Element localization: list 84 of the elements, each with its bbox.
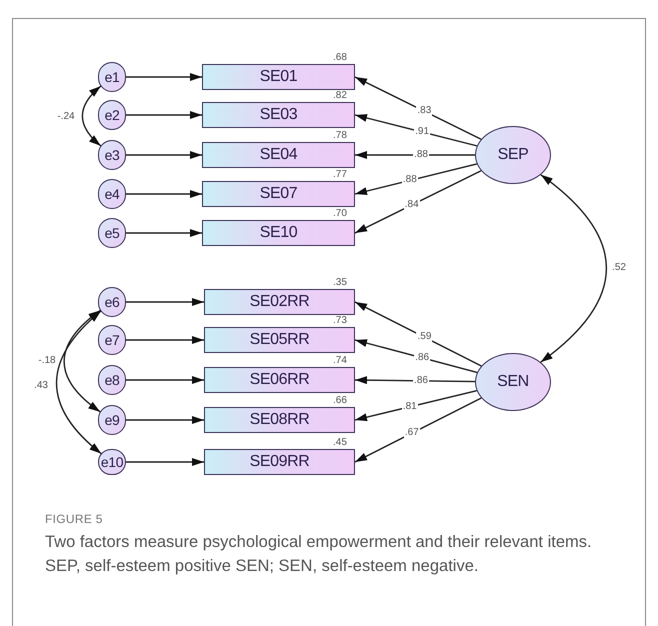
node-label: e3: [104, 148, 120, 162]
edge-label: .84: [404, 200, 420, 210]
item-box: [204, 449, 355, 475]
item-box: [202, 220, 355, 246]
r-squared-value: .68: [333, 53, 347, 63]
node-label: SEP: [498, 147, 528, 163]
item-box: [202, 181, 355, 207]
arrow: [354, 390, 477, 422]
node-label: e7: [104, 333, 120, 347]
r-squared-value: .82: [333, 91, 347, 101]
arrow: [126, 336, 204, 344]
edge-label: .91: [414, 126, 430, 137]
arrow: [126, 190, 202, 198]
item-box: [204, 367, 355, 393]
r-squared-value: .45: [333, 438, 347, 448]
node-label: SE04: [260, 147, 298, 163]
edge-label: .59: [416, 332, 432, 342]
node-label: e6: [104, 295, 120, 309]
node-label: SE02RR: [250, 294, 310, 310]
arrow: [126, 458, 204, 466]
node-label: e8: [104, 373, 120, 387]
edge-label: .88: [413, 150, 429, 160]
figure-number: FIGURE 5: [45, 511, 104, 528]
arrow: [126, 416, 204, 424]
item-box: [204, 407, 355, 433]
covariance-arrow: [56, 310, 102, 454]
r-squared-value: .73: [333, 316, 347, 326]
arrow: [354, 397, 482, 463]
arrow: [126, 73, 202, 81]
node-label: e1: [104, 70, 120, 84]
arrow: [355, 151, 475, 159]
r-squared-value: .77: [333, 170, 347, 180]
r-squared-value: .78: [333, 131, 347, 141]
node-label: SE06RR: [250, 372, 310, 388]
node-label: e4: [104, 187, 120, 201]
edge-label: .43: [33, 381, 49, 391]
edge-label: .52: [611, 263, 627, 273]
node-label: e2: [104, 108, 120, 122]
arrow: [354, 339, 478, 374]
edge-label: .67: [404, 428, 420, 438]
edge-label: .83: [416, 106, 432, 116]
edge-label: .86: [413, 376, 429, 386]
arrow: [354, 114, 478, 147]
node-label: SE07: [260, 186, 298, 202]
edge-label: .86: [414, 352, 430, 363]
arrow: [354, 163, 478, 195]
r-squared-value: .66: [333, 396, 347, 406]
arrow: [354, 76, 482, 140]
factor-ellipse: [475, 126, 551, 184]
arrow: [355, 376, 476, 384]
node-label: e10: [100, 455, 124, 469]
item-box: [204, 327, 355, 353]
node-label: SE03: [260, 107, 298, 123]
covariance-arrow: [540, 174, 607, 363]
caption: Two factors measure psychological empowerment and their relevant items. SEP, self-esteem positive SEN; SEN, self-esteem negative.: [45, 532, 593, 577]
node-label: SE09RR: [250, 454, 310, 470]
arrow: [126, 111, 202, 119]
node-label: e5: [104, 226, 120, 240]
arrow: [126, 229, 202, 237]
r-squared-value: .35: [333, 278, 347, 288]
node-label: e9: [104, 413, 120, 427]
r-squared-value: .70: [333, 209, 347, 219]
covariance-arrow: [82, 86, 102, 146]
item-box: [202, 64, 355, 90]
node-label: SE01: [260, 69, 298, 85]
arrow: [354, 301, 482, 367]
item-box: [202, 102, 355, 128]
r-squared-value: .74: [333, 356, 347, 366]
node-label: SEN: [497, 374, 529, 390]
edge-label: -.18: [37, 356, 57, 366]
item-box: [202, 142, 355, 168]
edge-label: -.24: [56, 112, 76, 122]
arrow: [126, 376, 204, 384]
node-label: SE08RR: [250, 412, 310, 428]
edge-label: .81: [402, 402, 418, 412]
covariance-arrow: [64, 310, 101, 412]
arrow: [354, 170, 482, 234]
edge-label: .88: [402, 175, 418, 186]
arrow: [126, 151, 202, 159]
item-box: [204, 289, 355, 315]
arrow: [126, 298, 204, 306]
node-label: SE05RR: [250, 332, 310, 348]
node-label: SE10: [260, 225, 298, 241]
factor-ellipse: [475, 353, 551, 411]
